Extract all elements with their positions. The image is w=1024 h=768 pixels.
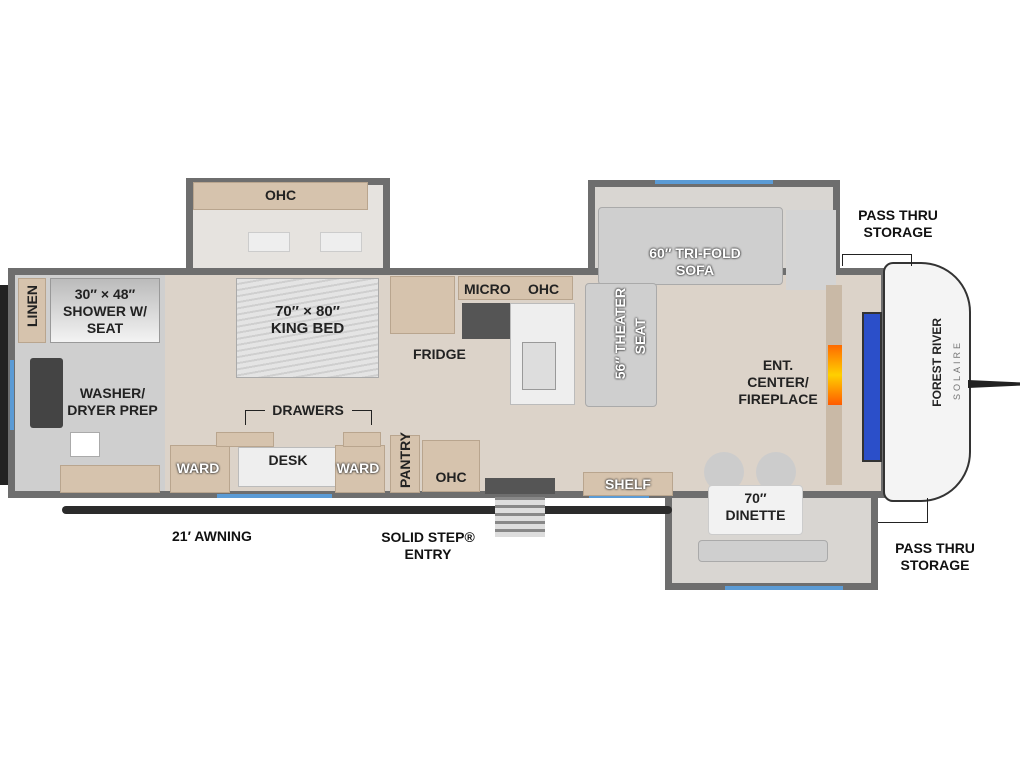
pantry xyxy=(390,435,420,493)
tri-fold-sofa xyxy=(598,207,783,285)
kitchen-ohc-label: OHC xyxy=(528,281,560,297)
shelf xyxy=(583,472,673,496)
window xyxy=(725,586,843,590)
theater-seat xyxy=(585,283,657,407)
pillow xyxy=(320,232,362,252)
vanity xyxy=(60,465,160,493)
tv xyxy=(862,312,882,462)
drawers-pointer xyxy=(352,410,372,425)
desk-label: DESK xyxy=(268,452,308,468)
bedroom-ohc-label: OHC xyxy=(264,187,297,203)
entry-steps xyxy=(495,497,545,537)
pantry-ohc-label: OHC xyxy=(435,469,467,485)
king-bed xyxy=(236,278,379,378)
side-cabinet xyxy=(786,210,836,290)
window xyxy=(217,494,332,498)
ent-center-label: ENT.CENTER/FIREPLACE xyxy=(738,357,818,407)
shelf-label: SHELF xyxy=(605,476,651,492)
rear-bumper xyxy=(0,285,8,485)
washer-label: WASHER/DRYER PREP xyxy=(67,385,158,418)
linen-cabinet xyxy=(18,278,46,343)
fireplace xyxy=(828,345,842,405)
front-cap xyxy=(883,262,971,502)
kitchen-sink xyxy=(522,342,556,390)
drawers-pointer xyxy=(245,410,265,425)
shower-label: 30″ × 48″SHOWER W/SEAT xyxy=(63,286,147,336)
entry-label: SOLID STEP®ENTRY xyxy=(381,529,475,562)
window xyxy=(589,494,649,498)
theater-label-2: SEAT xyxy=(632,318,648,355)
linen-label: LINEN xyxy=(24,285,40,327)
shower xyxy=(50,278,160,343)
sink xyxy=(70,432,100,457)
drawer xyxy=(216,432,274,447)
awning xyxy=(62,506,672,514)
fridge xyxy=(390,276,455,334)
brand-logo: FOREST RIVER xyxy=(930,318,944,407)
entry-door xyxy=(485,478,555,494)
window xyxy=(10,360,14,430)
window xyxy=(655,180,773,184)
ward-right-label: WARD xyxy=(336,460,380,476)
ward-left-label: WARD xyxy=(176,460,220,476)
pantry-label: PANTRY xyxy=(397,432,413,488)
drawer xyxy=(343,432,381,447)
hitch xyxy=(968,380,1020,388)
washer-dryer xyxy=(30,358,63,428)
micro-label: MICRO xyxy=(464,281,511,297)
awning-label: 21′ AWNING xyxy=(172,528,252,544)
ward-left xyxy=(170,445,230,493)
bedroom-ohc xyxy=(193,182,368,210)
pantry-ohc xyxy=(422,440,480,492)
storage-bottom-bracket xyxy=(878,498,928,523)
kitchen-ohc xyxy=(458,276,573,300)
bed-label: 70″ × 80″KING BED xyxy=(270,303,345,337)
brand-model: SOLAIRE xyxy=(952,340,962,401)
storage-top-bracket xyxy=(842,254,912,266)
pillow xyxy=(248,232,290,252)
dinette-table xyxy=(708,485,803,535)
theater-label: 56″ THEATER xyxy=(612,288,628,380)
dinette-label: 70″DINETTE xyxy=(725,490,786,523)
dinette-bench xyxy=(698,540,828,562)
stove xyxy=(462,303,510,339)
desk xyxy=(238,447,338,487)
fridge-label: FRIDGE xyxy=(413,346,466,362)
drawers-label: DRAWERS xyxy=(272,402,344,418)
